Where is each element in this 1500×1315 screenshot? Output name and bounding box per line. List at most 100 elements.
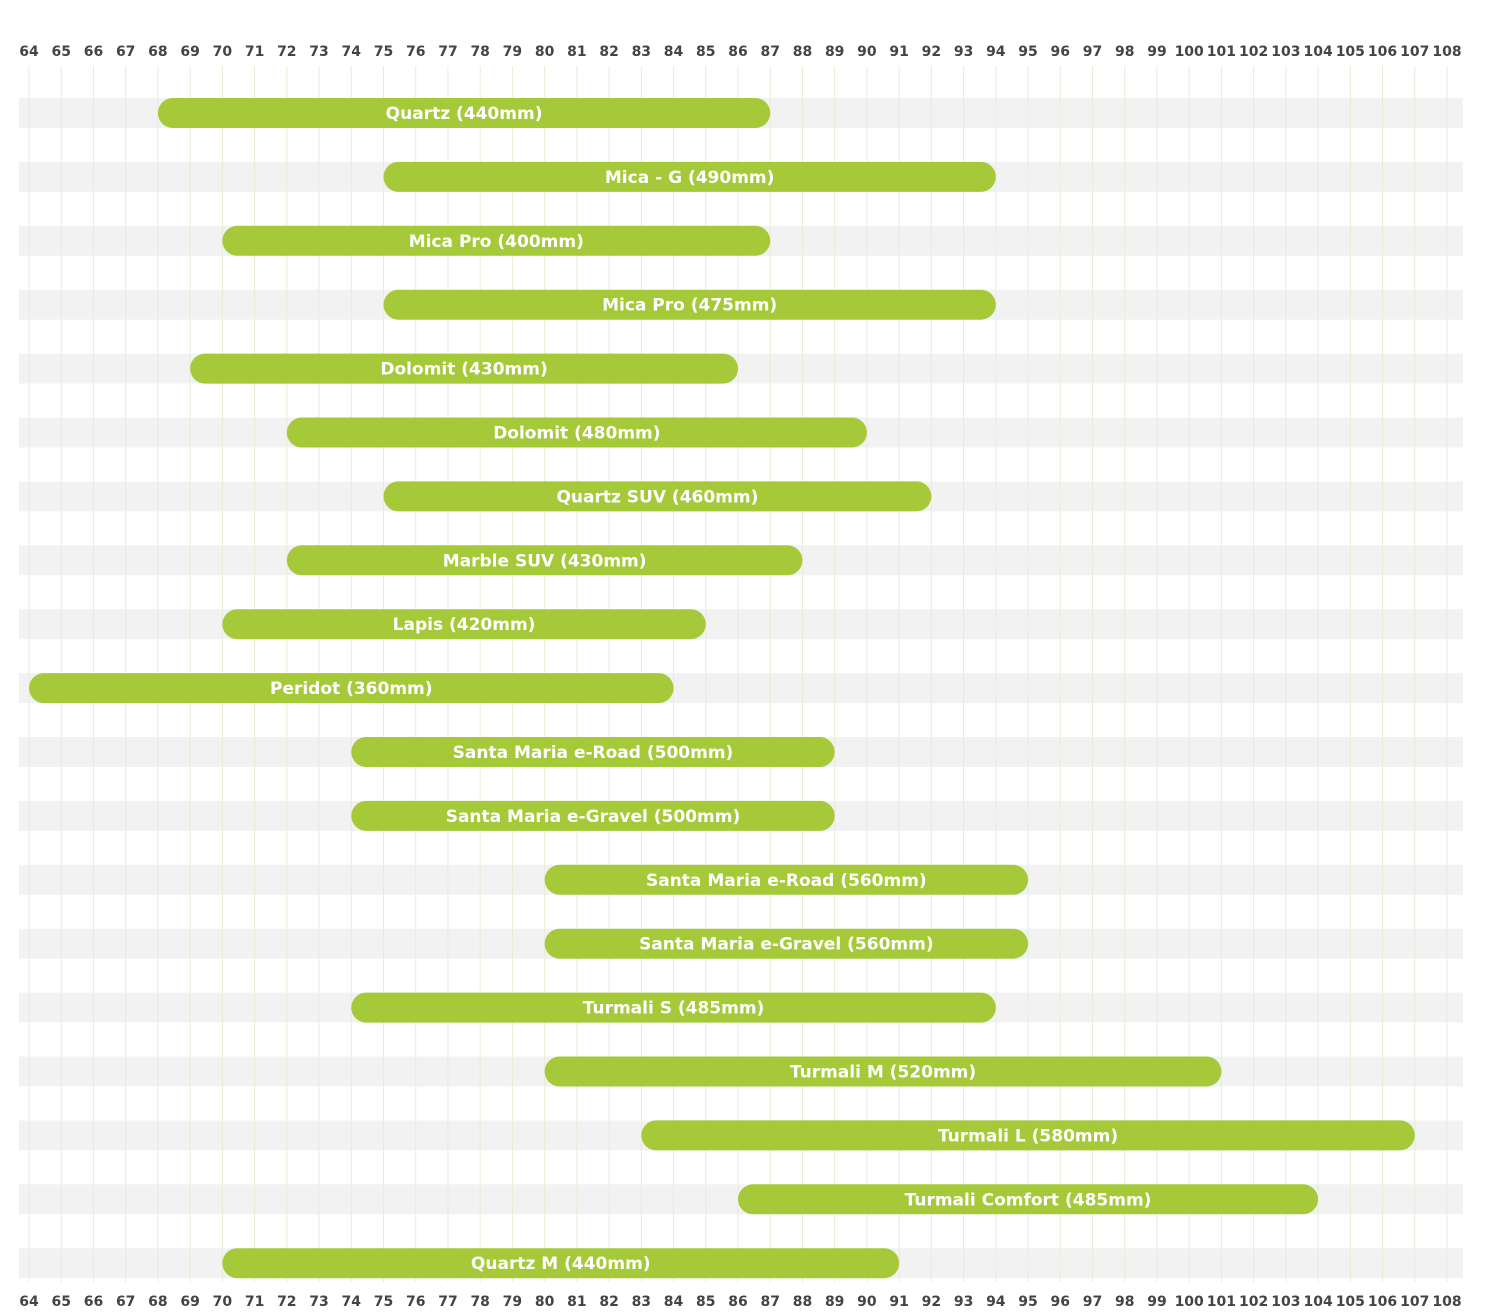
tick-label-bottom: 74 bbox=[342, 1294, 362, 1310]
tick-label-top: 108 bbox=[1432, 44, 1461, 60]
tick-label-bottom: 96 bbox=[1051, 1294, 1070, 1310]
bar bbox=[738, 1184, 1319, 1215]
tick-label-top: 94 bbox=[986, 44, 1006, 60]
tick-label-bottom: 107 bbox=[1400, 1294, 1429, 1310]
tick-label-top: 70 bbox=[213, 44, 233, 60]
bar bbox=[351, 737, 835, 767]
tick-label-top: 98 bbox=[1115, 44, 1134, 60]
tick-label-bottom: 84 bbox=[664, 1294, 684, 1310]
bar-label: Turmali S (485mm) bbox=[583, 999, 765, 1019]
bar-label: Lapis (420mm) bbox=[393, 615, 536, 635]
tick-label-bottom: 75 bbox=[374, 1294, 393, 1310]
tick-label-top: 75 bbox=[374, 44, 393, 60]
tick-label-top: 64 bbox=[19, 44, 39, 60]
tick-label-top: 104 bbox=[1303, 44, 1332, 60]
bar bbox=[286, 417, 867, 448]
tick-label-top: 86 bbox=[728, 44, 747, 60]
bar-label: Mica Pro (475mm) bbox=[602, 296, 777, 316]
tick-label-top: 97 bbox=[1083, 44, 1102, 60]
tick-label-bottom: 68 bbox=[148, 1294, 167, 1310]
tick-label-bottom: 76 bbox=[406, 1294, 425, 1310]
tick-label-top: 65 bbox=[51, 44, 70, 60]
tick-label-bottom: 102 bbox=[1239, 1294, 1268, 1310]
tick-label-top: 73 bbox=[309, 44, 328, 60]
tick-label-bottom: 71 bbox=[245, 1294, 264, 1310]
tick-label-top: 84 bbox=[664, 44, 684, 60]
tick-label-bottom: 95 bbox=[1018, 1294, 1037, 1310]
tick-label-top: 81 bbox=[567, 44, 586, 60]
bar-label: Turmali M (520mm) bbox=[790, 1063, 976, 1083]
tick-label-top: 96 bbox=[1051, 44, 1070, 60]
tick-label-bottom: 103 bbox=[1271, 1294, 1300, 1310]
bar-label: Santa Maria e-Gravel (500mm) bbox=[446, 807, 741, 827]
tick-label-bottom: 89 bbox=[825, 1294, 844, 1310]
tick-label-top: 95 bbox=[1018, 44, 1037, 60]
tick-label-bottom: 64 bbox=[19, 1294, 39, 1310]
bar-label: Mica Pro (400mm) bbox=[409, 232, 584, 252]
bar bbox=[222, 609, 706, 640]
tick-label-bottom: 105 bbox=[1336, 1294, 1365, 1310]
bar bbox=[544, 928, 1029, 959]
bar-label: Mica - G (490mm) bbox=[605, 168, 775, 188]
tick-label-bottom: 86 bbox=[728, 1294, 747, 1310]
tick-label-top: 78 bbox=[470, 44, 489, 60]
tick-label-bottom: 104 bbox=[1303, 1294, 1332, 1310]
tick-label-bottom: 108 bbox=[1432, 1294, 1461, 1310]
tick-label-top: 87 bbox=[760, 44, 779, 60]
bar bbox=[222, 225, 771, 256]
bar bbox=[157, 98, 771, 128]
bar-label: Dolomit (430mm) bbox=[380, 360, 547, 380]
tick-label-top: 101 bbox=[1207, 44, 1236, 60]
tick-label-bottom: 93 bbox=[954, 1294, 973, 1310]
bar-label: Santa Maria e-Road (500mm) bbox=[453, 743, 734, 763]
tick-label-bottom: 82 bbox=[599, 1294, 618, 1310]
bars: Quartz (440mm)Mica - G (490mm)Mica Pro (… bbox=[29, 98, 1415, 1279]
bar bbox=[351, 800, 835, 831]
tick-label-top: 69 bbox=[180, 44, 199, 60]
tick-label-top: 71 bbox=[245, 44, 264, 60]
tick-label-top: 103 bbox=[1271, 44, 1300, 60]
bar bbox=[383, 289, 996, 320]
bar bbox=[641, 1120, 1415, 1151]
tick-label-bottom: 81 bbox=[567, 1294, 586, 1310]
tick-label-top: 91 bbox=[889, 44, 908, 60]
tick-label-bottom: 100 bbox=[1175, 1294, 1204, 1310]
tick-label-top: 93 bbox=[954, 44, 973, 60]
tick-label-bottom: 83 bbox=[632, 1294, 651, 1310]
tick-label-top: 99 bbox=[1147, 44, 1166, 60]
tick-label-bottom: 85 bbox=[696, 1294, 715, 1310]
tick-label-bottom: 80 bbox=[535, 1294, 555, 1310]
tick-label-top: 79 bbox=[503, 44, 522, 60]
tick-label-top: 100 bbox=[1175, 44, 1204, 60]
tick-label-top: 88 bbox=[793, 44, 812, 60]
tick-label-top: 77 bbox=[438, 44, 457, 60]
tick-label-bottom: 91 bbox=[889, 1294, 908, 1310]
tick-label-bottom: 90 bbox=[857, 1294, 877, 1310]
tick-label-bottom: 87 bbox=[760, 1294, 779, 1310]
tick-label-bottom: 106 bbox=[1368, 1294, 1397, 1310]
tick-label-top: 76 bbox=[406, 44, 425, 60]
bar-label: Quartz SUV (460mm) bbox=[556, 487, 758, 507]
bar-label: Turmali L (580mm) bbox=[938, 1126, 1118, 1146]
tick-label-top: 67 bbox=[116, 44, 135, 60]
tick-label-bottom: 77 bbox=[438, 1294, 457, 1310]
tick-label-top: 82 bbox=[599, 44, 618, 60]
tick-label-bottom: 101 bbox=[1207, 1294, 1236, 1310]
bar bbox=[383, 481, 932, 512]
bar bbox=[222, 1248, 900, 1279]
tick-label-bottom: 78 bbox=[470, 1294, 489, 1310]
tick-label-bottom: 65 bbox=[51, 1294, 70, 1310]
tick-label-top: 66 bbox=[84, 44, 103, 60]
tick-label-top: 102 bbox=[1239, 44, 1268, 60]
tick-label-top: 72 bbox=[277, 44, 296, 60]
tick-label-top: 106 bbox=[1368, 44, 1397, 60]
bar bbox=[351, 992, 996, 1023]
tick-label-top: 74 bbox=[342, 44, 362, 60]
bar bbox=[383, 161, 996, 192]
tick-label-bottom: 69 bbox=[180, 1294, 199, 1310]
tick-label-top: 68 bbox=[148, 44, 167, 60]
tick-label-bottom: 73 bbox=[309, 1294, 328, 1310]
